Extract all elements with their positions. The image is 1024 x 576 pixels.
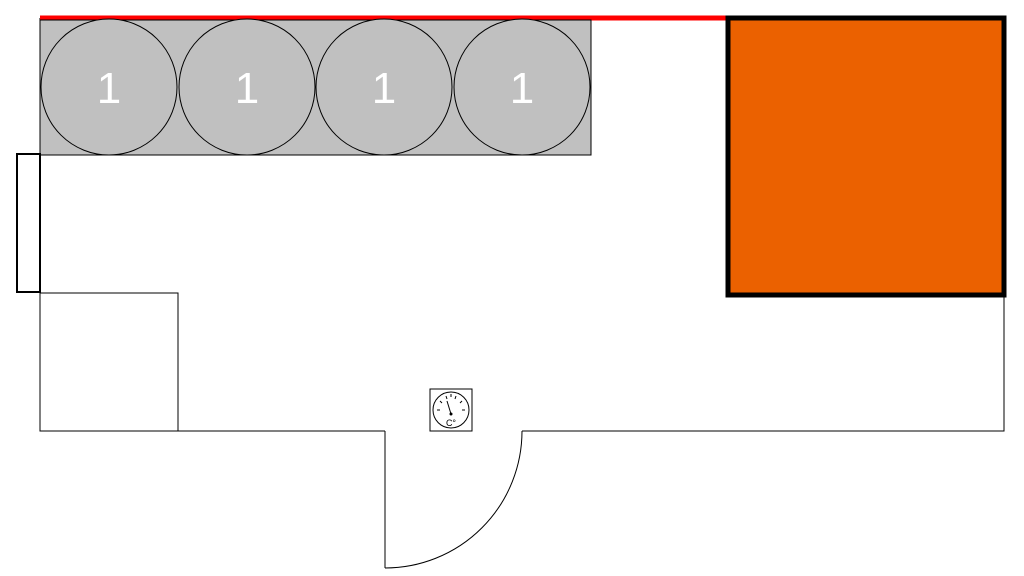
thermometer-ticks [437, 394, 465, 411]
thermometer-icon[interactable]: C° [429, 388, 473, 432]
door-swing-arc [384, 430, 523, 569]
slot-label: 1 [372, 64, 396, 113]
slot-circle [315, 18, 453, 156]
slot-circle [40, 18, 178, 156]
window-icon [16, 153, 41, 293]
slot-3[interactable]: 1 [315, 18, 453, 156]
thermometer-pivot [449, 412, 453, 416]
door-swing-icon[interactable] [384, 430, 523, 569]
slot-2[interactable]: 1 [178, 18, 316, 156]
slot-label: 1 [235, 64, 259, 113]
slot-circle [178, 18, 316, 156]
slot-label: 1 [97, 64, 121, 113]
slot-4[interactable]: 1 [453, 18, 591, 156]
corner-cabinet[interactable] [39, 292, 179, 432]
slot-label: 1 [510, 64, 534, 113]
thermometer-dial [432, 391, 470, 429]
thermometer-needle [446, 400, 452, 415]
slot-1[interactable]: 1 [40, 18, 178, 156]
slot-circle [453, 18, 591, 156]
orange-unit[interactable] [725, 15, 1007, 298]
thermometer-unit-label: C° [446, 418, 456, 428]
